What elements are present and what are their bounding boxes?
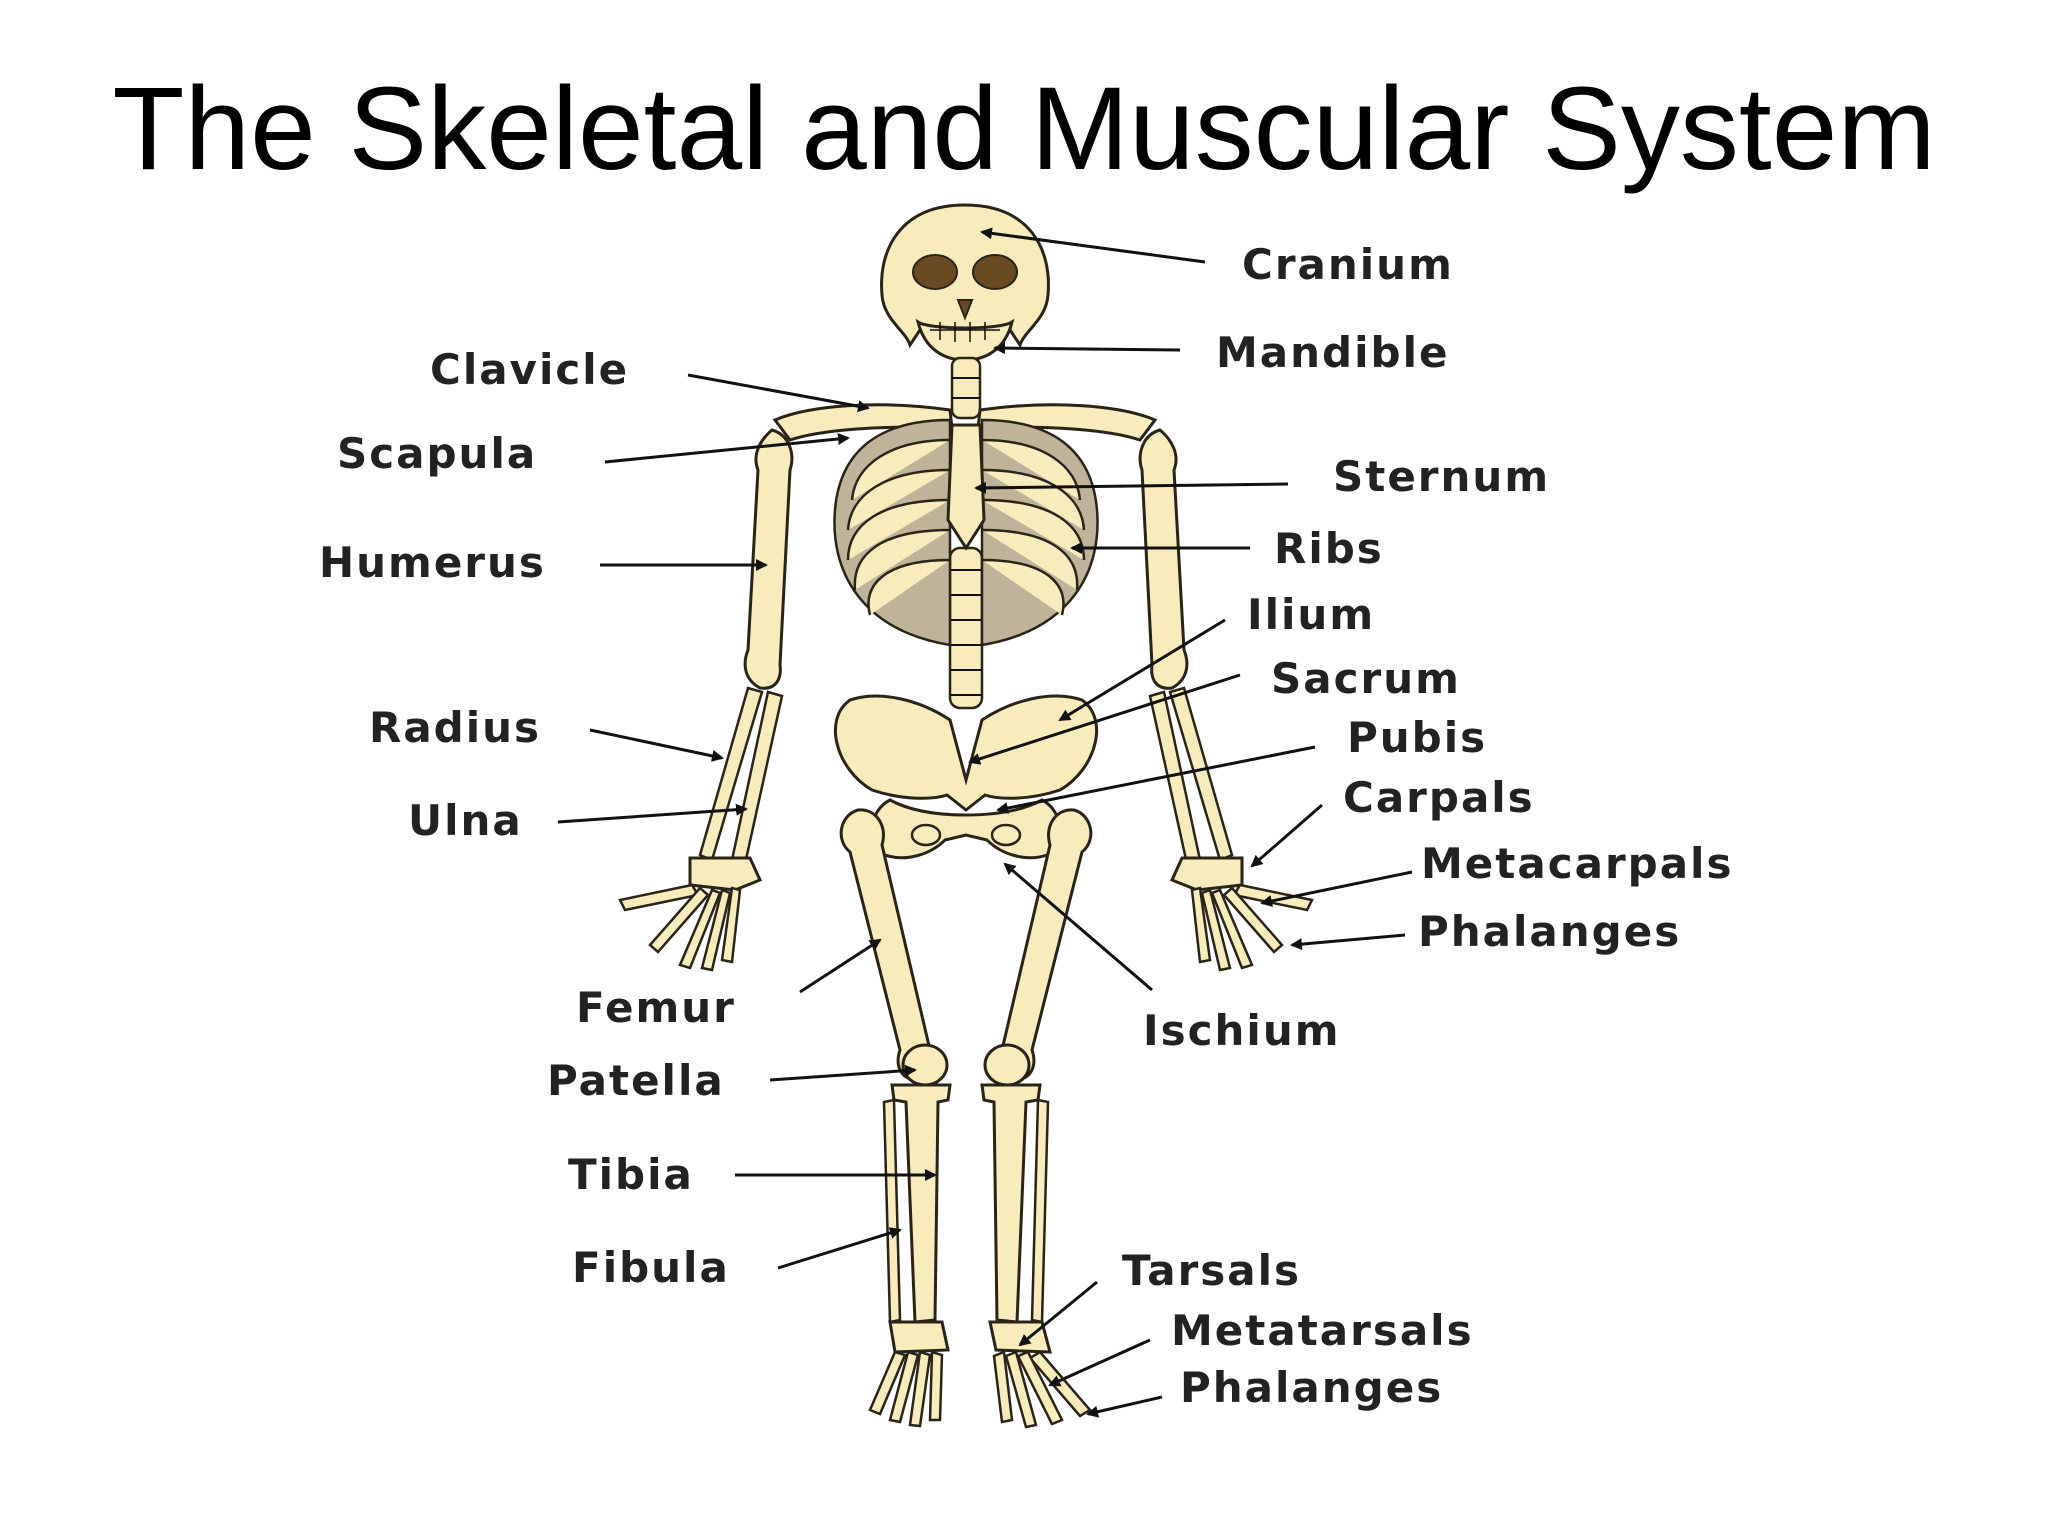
skeleton-illustration xyxy=(618,203,1314,1429)
label-mandible: Mandible xyxy=(1216,328,1449,377)
slide-title: The Skeletal and Muscular System xyxy=(112,63,1936,195)
label-ilium: Ilium xyxy=(1247,590,1375,639)
label-metacarpals: Metacarpals xyxy=(1421,839,1733,888)
leg-right xyxy=(980,808,1093,1429)
labels: Cranium Mandible Clavicle Scapula Sternu… xyxy=(319,240,1733,1412)
label-tarsals: Tarsals xyxy=(1122,1246,1301,1295)
leader-lines xyxy=(557,227,1413,1418)
label-patella: Patella xyxy=(547,1056,725,1105)
label-fibula: Fibula xyxy=(572,1243,730,1292)
figure-panel xyxy=(310,195,2030,1536)
label-scapula: Scapula xyxy=(337,429,537,478)
label-humerus: Humerus xyxy=(319,538,546,587)
arm-right xyxy=(1138,428,1314,972)
label-carpals: Carpals xyxy=(1343,773,1535,822)
label-phalanges-hand: Phalanges xyxy=(1418,907,1681,956)
shoulder-girdle xyxy=(772,403,1158,442)
leg-left xyxy=(839,808,952,1428)
label-tibia: Tibia xyxy=(568,1150,694,1199)
label-phalanges-foot: Phalanges xyxy=(1180,1363,1443,1412)
skull xyxy=(880,203,1050,362)
label-clavicle: Clavicle xyxy=(430,345,629,394)
label-cranium: Cranium xyxy=(1242,240,1454,289)
label-sternum: Sternum xyxy=(1333,452,1550,501)
label-sacrum: Sacrum xyxy=(1271,654,1461,703)
arm-left xyxy=(618,428,794,972)
ribcage xyxy=(833,418,1099,647)
label-ischium: Ischium xyxy=(1143,1006,1340,1055)
label-ulna: Ulna xyxy=(408,796,523,845)
label-femur: Femur xyxy=(576,983,736,1032)
label-ribs: Ribs xyxy=(1274,524,1384,573)
label-pubis: Pubis xyxy=(1347,713,1487,762)
label-metatarsals: Metatarsals xyxy=(1171,1306,1474,1355)
label-radius: Radius xyxy=(369,703,541,752)
pelvis xyxy=(833,694,1099,860)
